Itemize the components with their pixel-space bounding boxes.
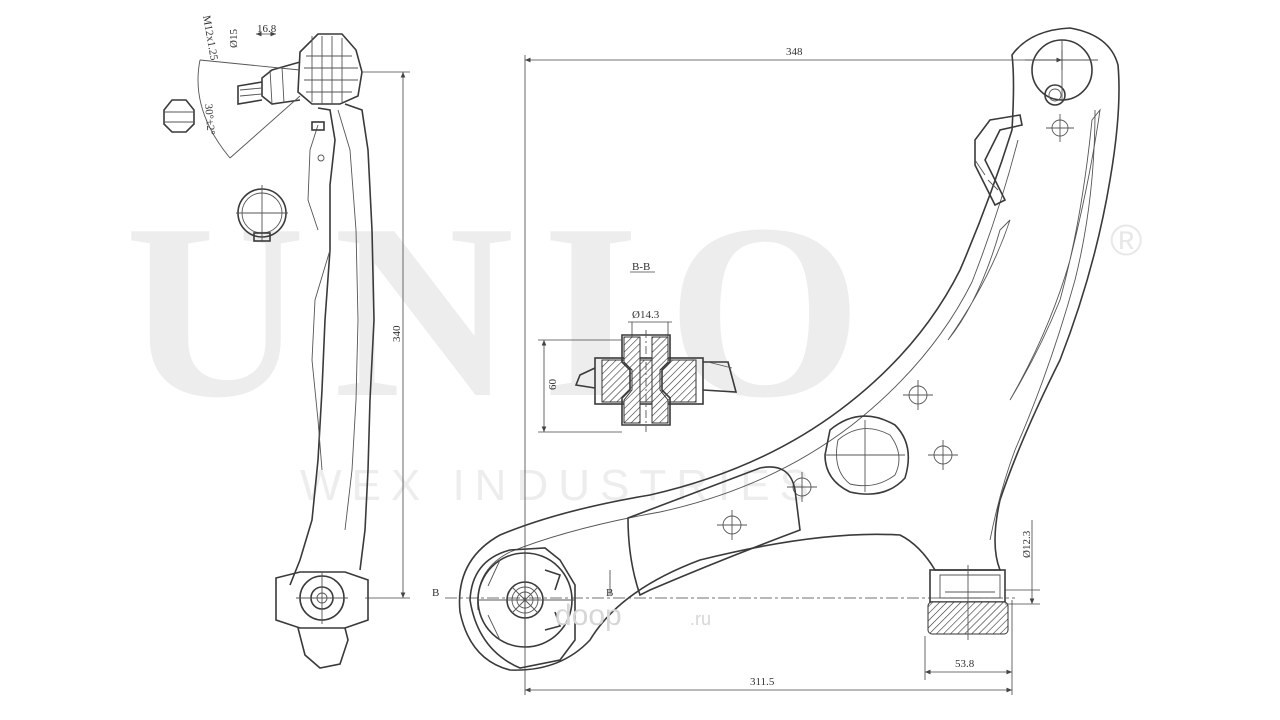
site-watermark: doop .ru [555, 599, 711, 632]
arm-profile [289, 103, 375, 586]
dim-taper-angle: 30°±2° [202, 103, 217, 135]
dim-bush-width: 53.8 [955, 658, 975, 670]
nut-icon [163, 99, 195, 133]
watermark-registered-icon: ® [1110, 216, 1142, 265]
side-view: 340 16.8 Ø15 M12x1.25 30°±2° [163, 14, 410, 669]
hole-marker-icon [609, 114, 1074, 595]
lower-bushing [275, 571, 369, 669]
dim-ball-width: 16.8 [257, 23, 277, 35]
dim-top-length: 348 [786, 46, 803, 58]
dim-bush-diameter: Ø12.3 [1021, 530, 1033, 558]
dim-thread: M12x1.25 [200, 14, 220, 61]
cut-mark-right: B [606, 587, 613, 599]
ball-joint [197, 33, 363, 159]
rear-bushing [927, 565, 1009, 640]
section-bore-diameter: Ø14.3 [632, 309, 660, 321]
site-watermark-main: doop [555, 599, 622, 632]
section-height: 60 [547, 379, 559, 391]
site-watermark-tld: .ru [690, 609, 711, 629]
section-title: B-B [632, 261, 650, 273]
watermark-company: WEX INDUSTRIES [300, 461, 819, 510]
watermark-brand: UNIO [125, 173, 890, 450]
clip-detail-icon [236, 185, 288, 242]
watermark: UNIO ® WEX INDUSTRIES [125, 173, 1142, 510]
dim-height: 340 [391, 325, 403, 342]
section-bb: B-B Ø14.3 60 [538, 261, 738, 433]
control-arm-plan: B B 348 311.5 53.8 Ø12.3 [432, 27, 1120, 695]
dim-bottom-length: 311.5 [750, 676, 775, 688]
dim-pin-diameter: Ø15 [228, 29, 240, 48]
cut-mark-left: B [432, 587, 439, 599]
